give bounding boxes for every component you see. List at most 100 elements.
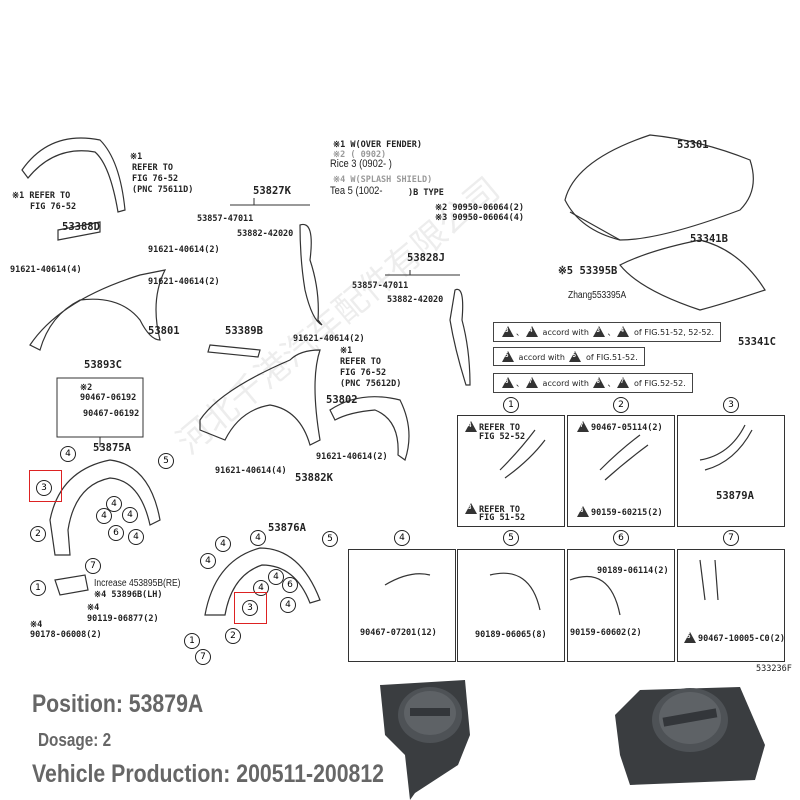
label-refer-to: REFER TO bbox=[340, 357, 381, 367]
callout-3: 3 bbox=[36, 480, 52, 496]
part-90159-60215[interactable]: 90159-60215(2) bbox=[591, 508, 663, 518]
mark-4: ※4 bbox=[30, 620, 43, 630]
part-53395B[interactable]: ※5 53395B bbox=[558, 265, 618, 277]
part-53301[interactable]: 53301 bbox=[677, 139, 709, 151]
detail-5-sketch bbox=[489, 572, 541, 611]
part-90189-06065[interactable]: 90189-06065(8) bbox=[475, 630, 547, 640]
detail-4-sketch bbox=[384, 573, 431, 586]
callout-7: 7 bbox=[195, 649, 211, 665]
part-53388D[interactable]: 53388D bbox=[62, 221, 100, 233]
callout-1: 1 bbox=[184, 633, 200, 649]
part-53882K[interactable]: 53882K bbox=[295, 472, 333, 484]
part-53882[interactable]: 53882-42020 bbox=[387, 295, 444, 305]
part-bolt[interactable]: 91621-40614(2) bbox=[148, 277, 220, 287]
callout-5: 5 bbox=[322, 531, 338, 547]
liner-53875A bbox=[49, 459, 161, 556]
part-bolt[interactable]: 91621-40614(2) bbox=[316, 452, 388, 462]
part-90178[interactable]: 90178-06008(2) bbox=[30, 630, 102, 640]
part-90119[interactable]: 90119-06877(2) bbox=[87, 614, 159, 624]
part-clip[interactable]: ※2 90950-06064(2) bbox=[435, 203, 525, 213]
note-accord-1: 3、4 accord with 3、4 of FIG.51-52, 52-52. bbox=[493, 322, 722, 342]
part-bolt[interactable]: 91621-40614(2) bbox=[293, 334, 365, 344]
note-accord-2: 5 accord with 5 of FIG.51-52. bbox=[493, 347, 645, 366]
bracket-53896B bbox=[54, 574, 89, 596]
part-90159-60602[interactable]: 90159-60602(2) bbox=[570, 628, 642, 638]
part-53857[interactable]: 53857-47011 bbox=[352, 281, 409, 291]
part-53828J[interactable]: 53828J bbox=[407, 252, 445, 264]
detail-2-sketch bbox=[599, 434, 649, 481]
note-b-type: )B TYPE bbox=[408, 188, 444, 198]
detail-header-4: 4 bbox=[394, 530, 410, 546]
part-53875A[interactable]: 53875A bbox=[93, 442, 131, 454]
label-fig: FIG 51-52 bbox=[479, 513, 526, 523]
part-53827K[interactable]: 53827K bbox=[253, 185, 291, 197]
part-53857[interactable]: 53857-47011 bbox=[197, 214, 254, 224]
detail-box-4 bbox=[348, 549, 456, 662]
part-53876A[interactable]: 53876A bbox=[268, 522, 306, 534]
part-90467-06192[interactable]: 90467-06192 bbox=[80, 393, 137, 403]
detail-header-7: 7 bbox=[723, 530, 739, 546]
detail-header-5: 5 bbox=[503, 530, 519, 546]
callout-7: 7 bbox=[85, 558, 101, 574]
label-pnc: (PNC 75612D) bbox=[340, 379, 402, 389]
callout-5: 5 bbox=[158, 453, 174, 469]
mark-4: ※4 bbox=[87, 603, 100, 613]
callout-4: 4 bbox=[268, 569, 284, 585]
part-90467-10005[interactable]: 90467-10005-C0(2) bbox=[698, 634, 785, 644]
part-53882[interactable]: 53882-42020 bbox=[237, 229, 294, 239]
fender-53802 bbox=[199, 349, 321, 446]
fender-53801 bbox=[29, 269, 167, 351]
part-bolt[interactable]: 91621-40614(4) bbox=[215, 466, 287, 476]
part-bolt[interactable]: 91621-40614(4) bbox=[10, 265, 82, 275]
over-fender-rh bbox=[329, 396, 410, 461]
callout-6: 6 bbox=[108, 525, 124, 541]
part-53341B[interactable]: 53341B bbox=[690, 233, 728, 245]
mark-2: ※2 bbox=[80, 383, 93, 393]
callout-4: 4 bbox=[96, 508, 112, 524]
part-90467-07201[interactable]: 90467-07201(12) bbox=[360, 628, 437, 638]
hood-insulator-53341B bbox=[619, 239, 766, 311]
label-refer-to: REFER TO bbox=[479, 423, 520, 433]
part-90467-06192[interactable]: 90467-06192 bbox=[83, 409, 140, 419]
mark-1: ※1 bbox=[130, 152, 143, 162]
callout-2: 2 bbox=[225, 628, 241, 644]
part-53389B[interactable]: 53389B bbox=[225, 325, 263, 337]
production-text: Vehicle Production: 200511-200812 bbox=[32, 760, 385, 788]
note-over-fender: ※1 W(OVER FENDER) bbox=[333, 140, 423, 150]
callout-4: 4 bbox=[106, 496, 122, 512]
highlight-box bbox=[234, 592, 267, 624]
label-refer-to: ※1 REFER TO bbox=[12, 191, 71, 201]
part-53801[interactable]: 53801 bbox=[148, 325, 180, 337]
position-text: Position: 53879A bbox=[32, 690, 204, 718]
part-90467-05114[interactable]: 90467-05114(2) bbox=[591, 423, 663, 433]
over-fender-shape bbox=[21, 137, 126, 213]
dosage-text: Dosage: 2 bbox=[38, 730, 112, 750]
callout-3: 3 bbox=[242, 600, 258, 616]
clip-photo-side bbox=[615, 687, 765, 785]
part-53341C[interactable]: 53341C bbox=[738, 336, 776, 348]
part-53802[interactable]: 53802 bbox=[326, 394, 358, 406]
clip-photo-front bbox=[380, 680, 470, 800]
label-refer-to: REFER TO bbox=[132, 163, 173, 173]
detail-box-2 bbox=[567, 415, 675, 527]
note-2: ※2 ( 0902) bbox=[333, 150, 387, 160]
callout-4: 4 bbox=[122, 507, 138, 523]
part-53879A[interactable]: 53879A bbox=[716, 490, 754, 502]
part-bolt[interactable]: 91621-40614(2) bbox=[148, 245, 220, 255]
bracket-53827K bbox=[299, 223, 323, 326]
detail-1-sketch bbox=[499, 429, 546, 479]
detail-box-3 bbox=[677, 415, 785, 527]
callout-1: 1 bbox=[30, 580, 46, 596]
detail-header-1: 1 bbox=[503, 397, 519, 413]
label-fig: FIG 52-52 bbox=[479, 432, 526, 442]
part-53893C[interactable]: 53893C bbox=[84, 359, 122, 371]
overlay-tea: Tea 5 (1002- bbox=[330, 185, 383, 197]
part-90189-06114[interactable]: 90189-06114(2) bbox=[597, 566, 669, 576]
part-clip[interactable]: ※3 90950-06064(4) bbox=[435, 213, 525, 223]
hood-53301 bbox=[564, 134, 754, 241]
detail-box-7 bbox=[677, 549, 785, 662]
part-53896B[interactable]: ※4 53896B(LH) bbox=[94, 590, 163, 600]
note-accord-3: 6、7 accord with 6、7 of FIG.52-52. bbox=[493, 373, 693, 393]
